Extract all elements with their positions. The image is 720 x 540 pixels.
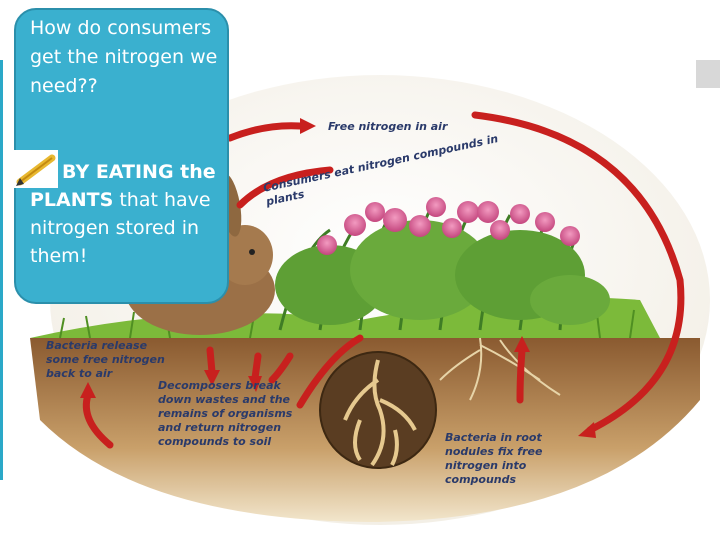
label-free-nitrogen: Free nitrogen in air (328, 120, 448, 133)
label-bacteria-root: Bacteria in root nodules fix free nitrog… (445, 431, 543, 486)
accent-rule (0, 60, 3, 480)
pencil-icon (14, 150, 58, 188)
callout-answer: BY EATING the PLANTS that have nitrogen … (30, 158, 220, 270)
callout-question: How do consumers get the nitrogen we nee… (30, 17, 218, 97)
callout-answer-emphasis: BY EATING the PLANTS (30, 161, 216, 211)
label-bacteria-release: Bacteria release some free nitrogen back… (46, 339, 165, 380)
plant-roots (439, 337, 561, 401)
cycle-arrows (82, 111, 685, 449)
clover-plants (275, 197, 610, 331)
corner-decoration (696, 60, 720, 88)
arrow-heads (80, 118, 596, 438)
root-closeup (319, 351, 437, 469)
label-decomposers: Decomposers break down wastes and the re… (158, 379, 293, 448)
callout-answer-rest: that have nitrogen stored in them! (30, 189, 211, 267)
